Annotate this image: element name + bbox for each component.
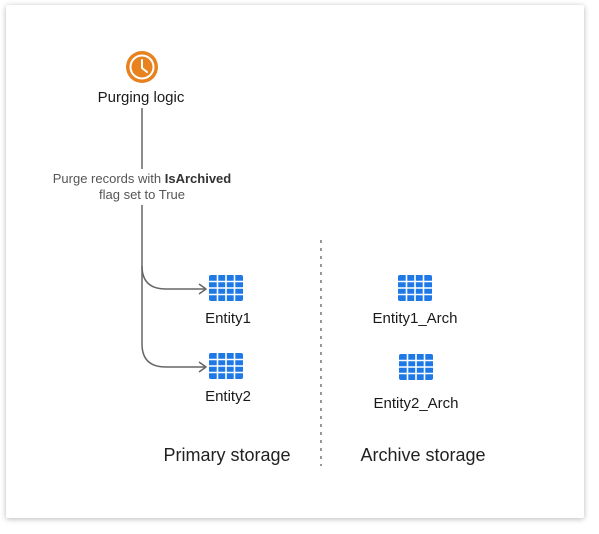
connector-entity2 xyxy=(141,266,205,368)
arrowhead-entity2 xyxy=(198,361,207,373)
primary-storage-label: Primary storage xyxy=(163,445,291,465)
entity1-label: Entity1 xyxy=(205,310,251,327)
arrowhead-entity1 xyxy=(198,283,207,295)
entity2-arch-label: Entity2_Arch xyxy=(373,395,459,412)
entity1-arch-label: Entity1_Arch xyxy=(372,310,458,327)
connector-lines xyxy=(141,108,205,368)
entity2-label: Entity2 xyxy=(205,388,251,405)
diagram-card xyxy=(6,5,584,518)
edge-note-text: Purge records with xyxy=(52,171,165,186)
table-icon xyxy=(399,354,433,380)
connector-entity1 xyxy=(141,265,205,290)
table-icon xyxy=(398,275,432,301)
table-icon xyxy=(209,275,243,301)
edge-note: Purge records with IsArchived flag set t… xyxy=(48,169,236,205)
clock-icon xyxy=(126,51,158,83)
purging-logic-label: Purging logic xyxy=(97,89,185,106)
arrowheads xyxy=(198,283,207,373)
table-icon xyxy=(209,353,243,379)
edge-note-flag: IsArchived xyxy=(164,171,232,186)
edge-note-text-2: flag set to True xyxy=(98,187,185,202)
archive-storage-label: Archive storage xyxy=(360,445,486,465)
